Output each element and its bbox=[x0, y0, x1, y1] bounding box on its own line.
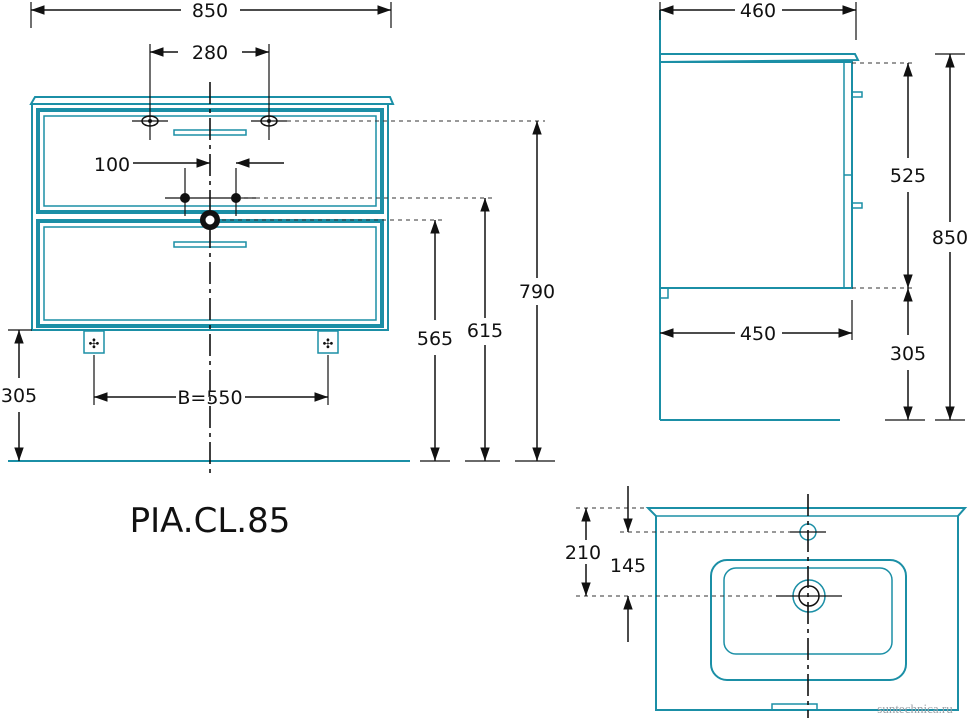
side-handle-upper bbox=[851, 91, 863, 98]
side-handle-lower bbox=[851, 202, 863, 209]
front-view: ✣ ✣ bbox=[1, 0, 555, 541]
side-view: 460 450 525 305 850 bbox=[659, 0, 968, 421]
dim-side-inner-depth: 450 bbox=[740, 323, 776, 345]
leg-right: ✣ bbox=[317, 330, 339, 354]
dim-side-body-height: 525 bbox=[890, 165, 926, 187]
dim-side-leg-height: 305 bbox=[890, 343, 926, 365]
svg-text:✣: ✣ bbox=[323, 337, 334, 352]
dim-top-145: 145 bbox=[610, 555, 646, 577]
side-cabinet-body bbox=[659, 61, 853, 289]
side-countertop bbox=[659, 53, 860, 64]
dim-height-790: 790 bbox=[519, 281, 555, 303]
model-title: PIA.CL.85 bbox=[130, 501, 291, 541]
side-leg bbox=[659, 288, 669, 299]
dim-height-615: 615 bbox=[467, 320, 503, 342]
dim-tap-spacing: 280 bbox=[192, 42, 228, 64]
dim-drain-spacing: 100 bbox=[94, 154, 130, 176]
front-countertop bbox=[29, 96, 395, 105]
leg-left: ✣ bbox=[83, 330, 105, 354]
dim-front-leg-height: 305 bbox=[1, 385, 37, 407]
drain-outlet bbox=[200, 210, 220, 230]
dim-side-depth: 460 bbox=[740, 0, 776, 22]
dim-height-565: 565 bbox=[417, 328, 453, 350]
dim-leg-spacing: B=550 bbox=[177, 387, 242, 409]
top-overflow bbox=[771, 703, 818, 711]
watermark: suntechnica.ru bbox=[877, 701, 953, 716]
svg-text:✣: ✣ bbox=[89, 337, 100, 352]
dim-top-210: 210 bbox=[565, 542, 601, 564]
dim-front-width: 850 bbox=[192, 0, 228, 22]
top-view: 210 145 suntechnica.ru bbox=[565, 486, 968, 718]
dim-side-height: 850 bbox=[932, 227, 968, 249]
